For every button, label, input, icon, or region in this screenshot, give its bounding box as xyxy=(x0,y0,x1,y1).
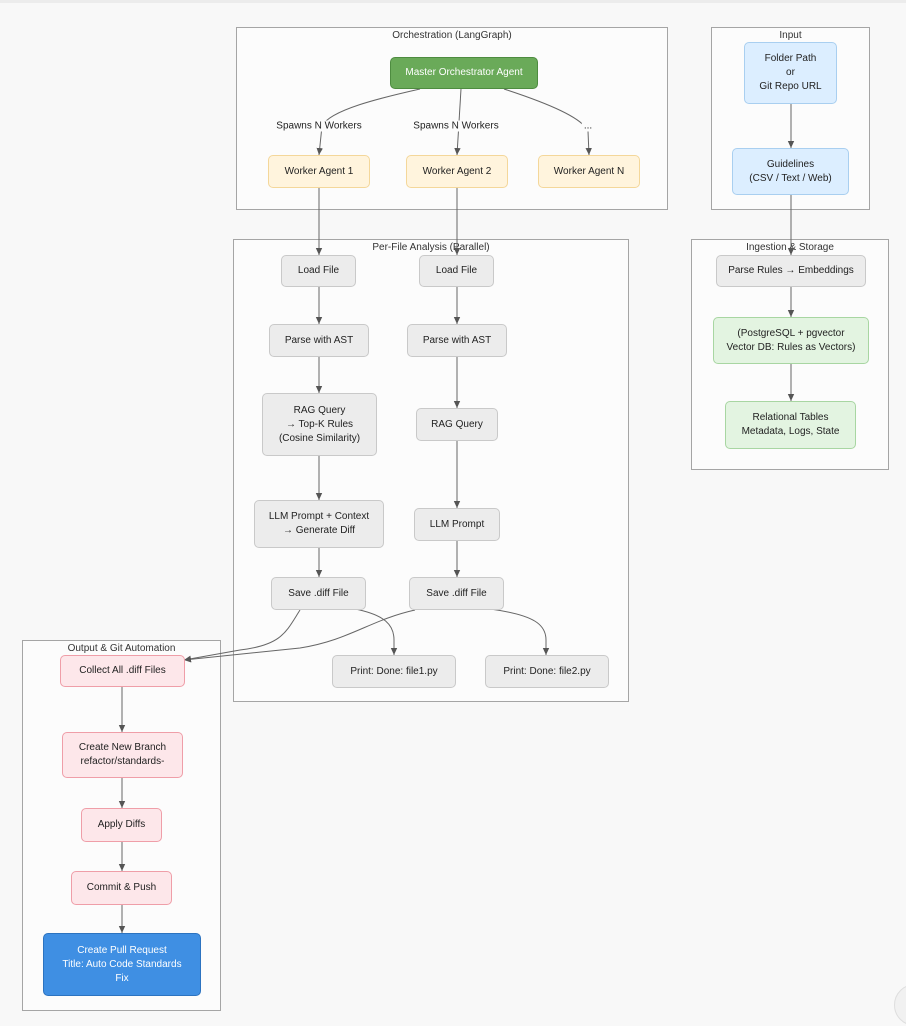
cluster-analysis-title: Per-File Analysis (Parallel) xyxy=(372,242,490,253)
node-save-diff-1[interactable]: Save .diff File xyxy=(271,577,366,610)
node-folder-path[interactable]: Folder Path or Git Repo URL xyxy=(744,42,837,104)
node-commit-push[interactable]: Commit & Push xyxy=(71,871,172,905)
node-rag-query-1[interactable]: RAG Query → Top-K Rules (Cosine Similari… xyxy=(262,393,377,456)
node-llm-prompt-1[interactable]: LLM Prompt + Context → Generate Diff xyxy=(254,500,384,548)
node-master-orchestrator[interactable]: Master Orchestrator Agent xyxy=(390,57,538,89)
node-create-pull-request[interactable]: Create Pull Request Title: Auto Code Sta… xyxy=(43,933,201,996)
node-parse-rules[interactable]: Parse Rules → Embeddings xyxy=(716,255,866,287)
node-save-diff-2[interactable]: Save .diff File xyxy=(409,577,504,610)
cluster-analysis: Per-File Analysis (Parallel) xyxy=(233,239,629,702)
node-vector-db[interactable]: (PostgreSQL + pgvector Vector DB: Rules … xyxy=(713,317,869,364)
node-guidelines[interactable]: Guidelines (CSV / Text / Web) xyxy=(732,148,849,195)
cluster-output-title: Output & Git Automation xyxy=(67,643,176,654)
node-apply-diffs[interactable]: Apply Diffs xyxy=(81,808,162,842)
node-worker-agent-2[interactable]: Worker Agent 2 xyxy=(406,155,508,188)
node-relational-tables[interactable]: Relational Tables Metadata, Logs, State xyxy=(725,401,856,449)
node-worker-agent-1[interactable]: Worker Agent 1 xyxy=(268,155,370,188)
node-create-branch[interactable]: Create New Branch refactor/standards- xyxy=(62,732,183,778)
edge-label-spawnN: ... xyxy=(581,120,595,132)
edge-save1-collect xyxy=(183,609,301,662)
node-load-file-1[interactable]: Load File xyxy=(281,255,356,287)
edge-label-spawn2: Spawns N Workers xyxy=(411,120,501,132)
node-print-file2[interactable]: Print: Done: file2.py xyxy=(485,655,609,688)
node-print-file1[interactable]: Print: Done: file1.py xyxy=(332,655,456,688)
node-parse-ast-2[interactable]: Parse with AST xyxy=(407,324,507,357)
edge-save1-print1 xyxy=(354,608,398,655)
cluster-ingestion-title: Ingestion & Storage xyxy=(746,242,834,253)
node-llm-prompt-2[interactable]: LLM Prompt xyxy=(414,508,500,541)
edge-save2-collect xyxy=(183,609,416,663)
node-load-file-2[interactable]: Load File xyxy=(419,255,494,287)
cluster-orchestration-title: Orchestration (LangGraph) xyxy=(392,30,512,41)
node-collect-diffs[interactable]: Collect All .diff Files xyxy=(60,655,185,687)
node-parse-ast-1[interactable]: Parse with AST xyxy=(269,324,369,357)
node-worker-agent-n[interactable]: Worker Agent N xyxy=(538,155,640,188)
edge-save2-print2 xyxy=(489,608,550,655)
edge-label-spawn1: Spawns N Workers xyxy=(274,120,364,132)
node-rag-query-2[interactable]: RAG Query xyxy=(416,408,498,441)
cluster-input-title: Input xyxy=(779,30,802,41)
edge-master-workerN xyxy=(503,88,592,156)
page-top-border xyxy=(0,0,906,3)
